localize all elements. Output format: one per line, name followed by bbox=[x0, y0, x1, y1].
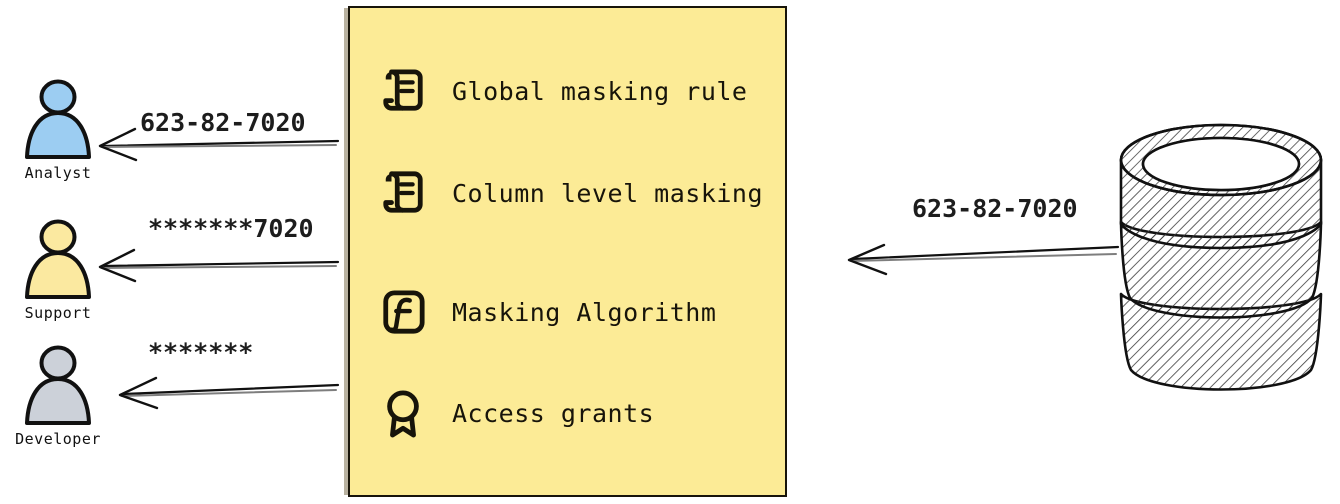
actor-analyst: Analyst bbox=[0, 78, 118, 182]
flow-label-to-developer: ******* bbox=[148, 338, 254, 367]
arrow-to-developer bbox=[118, 376, 340, 410]
flow-label-to-analyst: 623-82-7020 bbox=[140, 108, 306, 137]
panel-row-global-masking-rule[interactable]: Global masking rule bbox=[380, 58, 747, 124]
actor-label: Developer bbox=[15, 430, 101, 448]
ribbon-icon bbox=[380, 387, 426, 439]
panel-row-label: Global masking rule bbox=[452, 76, 748, 106]
panel-row-label: Column level masking bbox=[452, 178, 764, 208]
panel-row-label: Access grants bbox=[452, 398, 655, 428]
panel-row-column-level-masking[interactable]: Column level masking bbox=[380, 160, 763, 226]
actor-label: Analyst bbox=[24, 164, 92, 182]
masking-policy-panel: Global masking rule Column level masking bbox=[348, 6, 787, 497]
person-icon bbox=[19, 218, 97, 302]
arrow-from-database bbox=[847, 243, 1120, 276]
actor-support: Support bbox=[0, 218, 118, 322]
flow-label-from-database: 623-82-7020 bbox=[912, 194, 1078, 223]
arrow-to-support bbox=[98, 248, 340, 283]
actor-label: Support bbox=[24, 304, 92, 322]
panel-row-label: Masking Algorithm bbox=[452, 297, 717, 327]
panel-row-masking-algorithm[interactable]: Masking Algorithm bbox=[380, 279, 716, 345]
actor-developer: Developer bbox=[0, 344, 118, 448]
database-cylinder-icon bbox=[1113, 118, 1329, 410]
person-icon bbox=[19, 78, 97, 162]
function-icon bbox=[380, 286, 426, 338]
flow-label-to-support: *******7020 bbox=[148, 214, 314, 243]
panel-row-access-grants[interactable]: Access grants bbox=[380, 380, 654, 446]
scroll-icon bbox=[380, 65, 426, 117]
scroll-icon bbox=[380, 167, 426, 219]
person-icon bbox=[19, 344, 97, 428]
